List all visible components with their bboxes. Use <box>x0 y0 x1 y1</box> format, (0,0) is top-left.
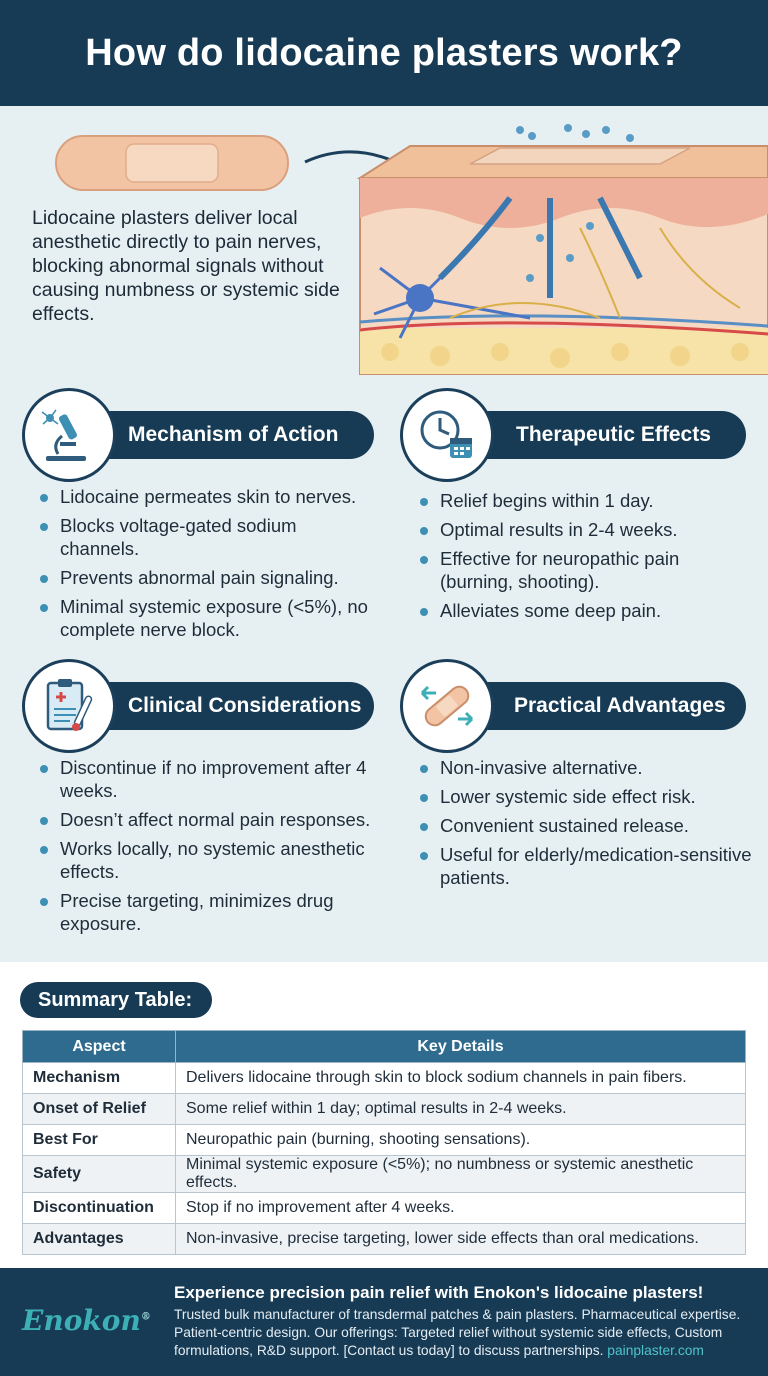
table-cell-aspect: Discontinuation <box>22 1192 176 1224</box>
section-title-clinical: Clinical Considerations <box>70 682 374 730</box>
list-item: Precise targeting, minimizes drug exposu… <box>36 889 382 935</box>
table-row: Safety Minimal systemic exposure (<5%); … <box>22 1155 746 1193</box>
table-header-row: Aspect Key Details <box>22 1030 746 1063</box>
list-item: Doesn’t affect normal pain responses. <box>36 808 382 831</box>
table-row: Onset of Relief Some relief within 1 day… <box>22 1093 746 1125</box>
list-item: Convenient sustained release. <box>416 814 756 837</box>
brand-name: Enokon <box>22 1304 141 1337</box>
list-item: Optimal results in 2-4 weeks. <box>416 518 756 541</box>
registered-mark: ® <box>140 1311 151 1323</box>
table-cell-details: Stop if no improvement after 4 weeks. <box>175 1192 746 1224</box>
list-item: Blocks voltage-gated sodium channels. <box>36 514 376 560</box>
table-cell-aspect: Onset of Relief <box>22 1093 176 1125</box>
list-item: Non-invasive alternative. <box>416 756 756 779</box>
page-header: How do lidocaine plasters work? <box>0 0 768 106</box>
summary-title: Summary Table: <box>20 982 213 1018</box>
table-cell-aspect: Advantages <box>22 1223 176 1255</box>
table-cell-details: Non-invasive, precise targeting, lower s… <box>175 1223 746 1255</box>
section-title-advantages: Practical Advantages <box>448 682 746 730</box>
table-header-aspect: Aspect <box>22 1030 176 1063</box>
table-cell-details: Some relief within 1 day; optimal result… <box>175 1093 746 1125</box>
list-item: Effective for neuropathic pain (burning,… <box>416 547 756 593</box>
table-cell-details: Minimal systemic exposure (<5%); no numb… <box>175 1155 746 1193</box>
list-item: Useful for elderly/medication-sensitive … <box>416 843 756 889</box>
footer-text: Trusted bulk manufacturer of transdermal… <box>174 1306 758 1360</box>
list-item: Alleviates some deep pain. <box>416 599 756 622</box>
table-cell-aspect: Best For <box>22 1124 176 1156</box>
footer-website-link[interactable]: painplaster.com <box>607 1343 704 1358</box>
clipboard-thermometer-icon <box>22 659 116 753</box>
clock-calendar-icon <box>400 388 494 482</box>
table-row: Discontinuation Stop if no improvement a… <box>22 1192 746 1224</box>
brand-logo: Enokon® <box>22 1304 151 1337</box>
skin-cross-section-illustration <box>356 124 768 375</box>
list-item: Lidocaine permeates skin to nerves. <box>36 485 376 508</box>
plaster-illustration <box>55 135 289 191</box>
footer-title: Experience precision pain relief with En… <box>174 1283 704 1302</box>
summary-table: Aspect Key Details Mechanism Delivers li… <box>22 1030 746 1255</box>
table-row: Advantages Non-invasive, precise targeti… <box>22 1223 746 1255</box>
table-cell-details: Neuropathic pain (burning, shooting sens… <box>175 1124 746 1156</box>
list-item: Prevents abnormal pain signaling. <box>36 566 376 589</box>
page-title: How do lidocaine plasters work? <box>85 31 683 74</box>
mechanism-bullet-list: Lidocaine permeates skin to nerves. Bloc… <box>36 485 376 647</box>
table-cell-aspect: Safety <box>22 1155 176 1193</box>
table-row: Best For Neuropathic pain (burning, shoo… <box>22 1124 746 1156</box>
microscope-icon <box>22 388 116 482</box>
footer-description: Trusted bulk manufacturer of transdermal… <box>174 1307 741 1358</box>
section-title-therapeutic: Therapeutic Effects <box>448 411 746 459</box>
table-cell-aspect: Mechanism <box>22 1062 176 1094</box>
list-item: Lower systemic side effect risk. <box>416 785 756 808</box>
clinical-bullet-list: Discontinue if no improvement after 4 we… <box>36 756 382 941</box>
footer <box>0 1268 768 1376</box>
table-row: Mechanism Delivers lidocaine through ski… <box>22 1062 746 1094</box>
list-item: Works locally, no systemic anesthetic ef… <box>36 837 382 883</box>
bandage-arrows-icon <box>400 659 494 753</box>
therapeutic-bullet-list: Relief begins within 1 day. Optimal resu… <box>416 489 756 628</box>
list-item: Relief begins within 1 day. <box>416 489 756 512</box>
list-item: Minimal systemic exposure (<5%), no comp… <box>36 595 376 641</box>
list-item: Discontinue if no improvement after 4 we… <box>36 756 382 802</box>
advantages-bullet-list: Non-invasive alternative. Lower systemic… <box>416 756 756 895</box>
intro-text: Lidocaine plasters deliver local anesthe… <box>32 207 340 325</box>
table-header-details: Key Details <box>175 1030 746 1063</box>
section-title-mechanism: Mechanism of Action <box>70 411 374 459</box>
table-cell-details: Delivers lidocaine through skin to block… <box>175 1062 746 1094</box>
